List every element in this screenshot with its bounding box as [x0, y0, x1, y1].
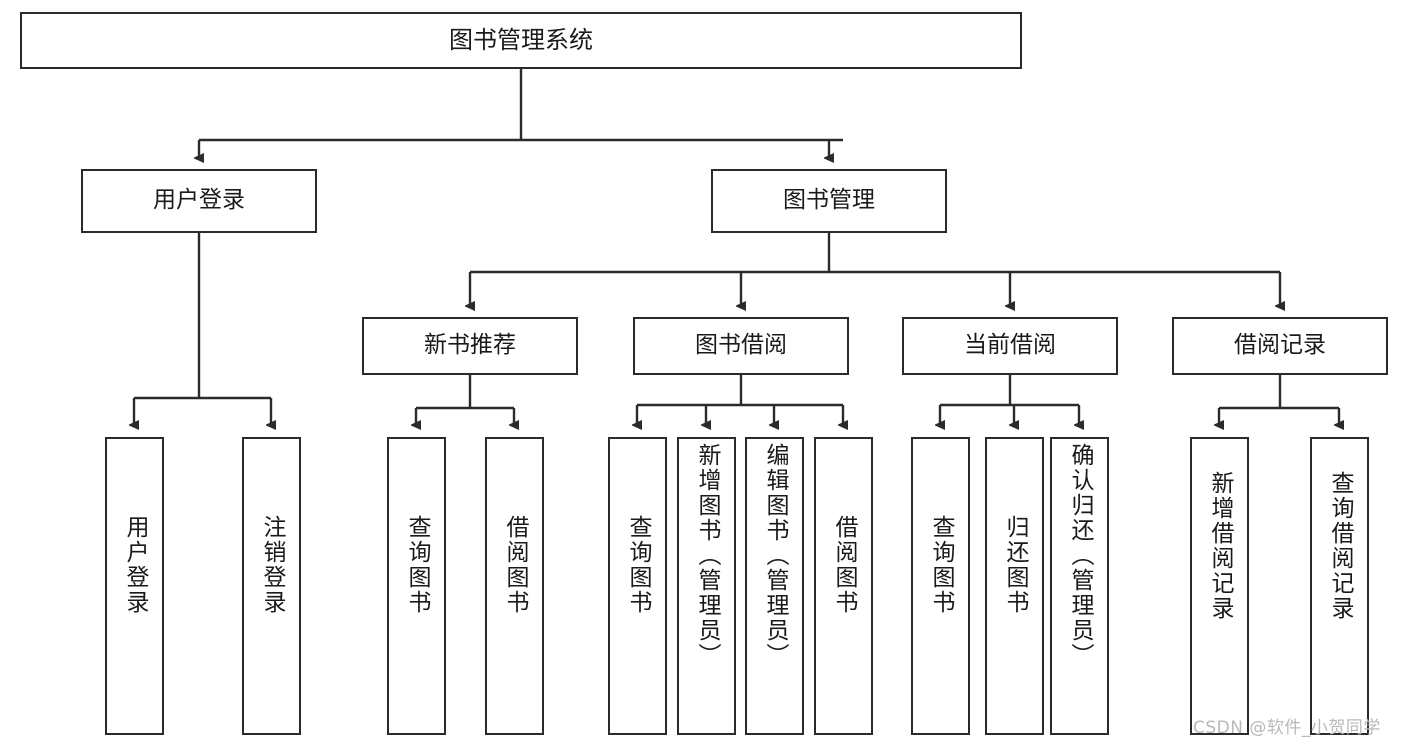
node-leaf-user-login-label: 用户登录	[122, 515, 148, 615]
node-leaf-add-borrow-record[interactable]: 新增借阅记录	[1190, 437, 1249, 735]
node-borrow-record[interactable]: 借阅记录	[1172, 317, 1388, 375]
node-new-book-rec-label: 新书推荐	[424, 332, 516, 359]
node-leaf-query-borrow-record[interactable]: 查询借阅记录	[1310, 437, 1369, 735]
node-leaf-confirm-return-admin[interactable]: 确认归还（管理员）	[1050, 437, 1109, 735]
node-leaf-user-logout[interactable]: 注销登录	[242, 437, 301, 735]
node-borrow-record-label: 借阅记录	[1234, 332, 1326, 359]
node-leaf-rec-borrow-book-label: 借阅图书	[502, 515, 528, 615]
node-leaf-edit-book-admin-label: 编辑图书（管理员）	[762, 443, 788, 668]
node-book-borrow-label: 图书借阅	[695, 332, 787, 359]
node-leaf-borrow-book-label: 借阅图书	[831, 515, 857, 615]
node-book-manage-label: 图书管理	[783, 187, 875, 214]
node-leaf-edit-book-admin[interactable]: 编辑图书（管理员）	[745, 437, 804, 735]
node-leaf-rec-borrow-book[interactable]: 借阅图书	[485, 437, 544, 735]
node-leaf-borrow-query-book-label: 查询图书	[625, 515, 651, 615]
node-user-login[interactable]: 用户登录	[81, 169, 317, 233]
node-leaf-cur-query-book[interactable]: 查询图书	[911, 437, 970, 735]
node-leaf-add-book-admin[interactable]: 新增图书（管理员）	[677, 437, 736, 735]
node-leaf-user-logout-label: 注销登录	[259, 515, 285, 615]
node-book-borrow[interactable]: 图书借阅	[633, 317, 849, 375]
node-leaf-user-login[interactable]: 用户登录	[105, 437, 164, 735]
node-new-book-rec[interactable]: 新书推荐	[362, 317, 578, 375]
node-leaf-cur-query-book-label: 查询图书	[928, 515, 954, 615]
node-leaf-return-book-label: 归还图书	[1002, 515, 1028, 615]
node-root-label: 图书管理系统	[449, 26, 593, 55]
node-current-borrow-label: 当前借阅	[964, 332, 1056, 359]
node-book-manage[interactable]: 图书管理	[711, 169, 947, 233]
node-leaf-return-book[interactable]: 归还图书	[985, 437, 1044, 735]
node-current-borrow[interactable]: 当前借阅	[902, 317, 1118, 375]
node-leaf-borrow-book[interactable]: 借阅图书	[814, 437, 873, 735]
node-leaf-confirm-return-admin-label: 确认归还（管理员）	[1067, 443, 1093, 668]
node-root[interactable]: 图书管理系统	[20, 12, 1022, 69]
node-leaf-borrow-query-book[interactable]: 查询图书	[608, 437, 667, 735]
node-leaf-query-borrow-record-label: 查询借阅记录	[1327, 471, 1353, 621]
node-leaf-add-book-admin-label: 新增图书（管理员）	[694, 443, 720, 668]
csdn-watermark: CSDN @软件_小贺同学	[1193, 718, 1381, 738]
node-user-login-label: 用户登录	[153, 187, 245, 214]
node-leaf-rec-query-book-label: 查询图书	[404, 515, 430, 615]
node-leaf-rec-query-book[interactable]: 查询图书	[387, 437, 446, 735]
node-leaf-add-borrow-record-label: 新增借阅记录	[1207, 471, 1233, 621]
